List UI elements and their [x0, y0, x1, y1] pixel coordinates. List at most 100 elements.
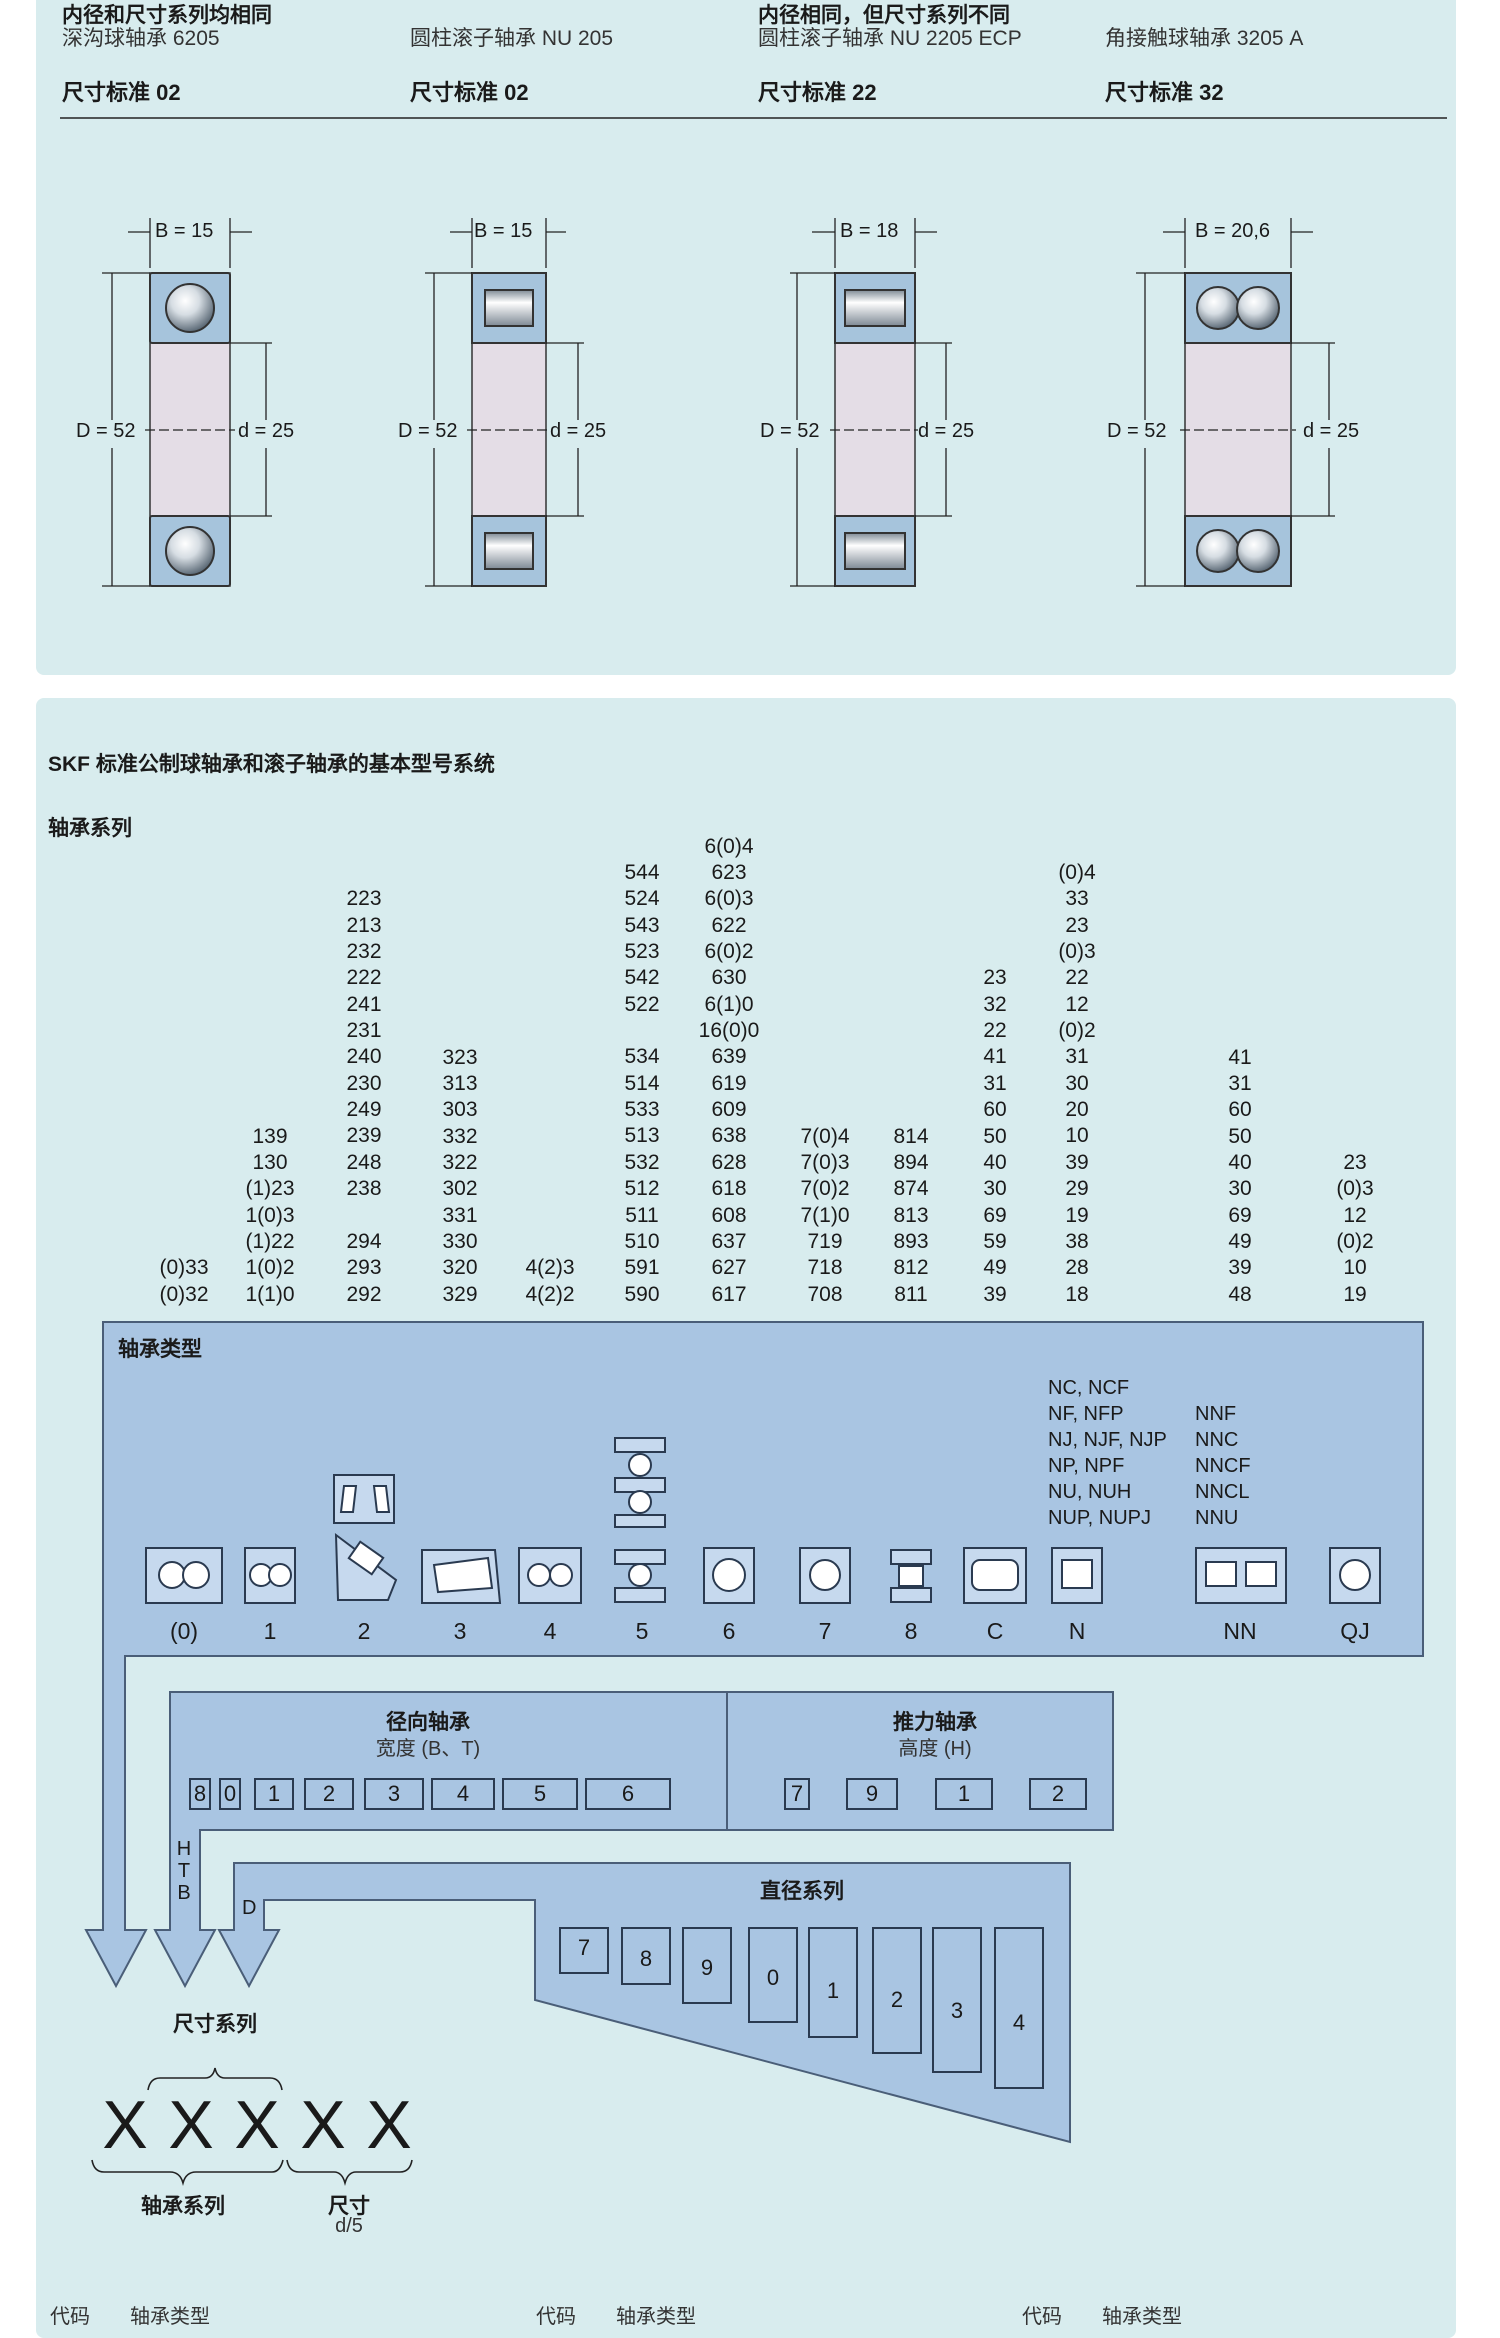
series-code: 22 [1065, 966, 1089, 990]
width-code: 6 [621, 1781, 635, 1806]
n-type-item: NUP, NUPJ [1048, 1507, 1151, 1529]
type-code: N [1068, 1618, 1086, 1644]
type-code: 5 [635, 1618, 649, 1644]
series-code: 4(2)2 [525, 1282, 575, 1306]
type-code: 7 [818, 1618, 832, 1644]
footer-type-label: 轴承类型 [130, 2306, 210, 2328]
bearing-series-label: 轴承系列 [141, 2195, 225, 2218]
diameter-code: 1 [826, 1978, 840, 2003]
nn-type-item: NNCF [1195, 1455, 1251, 1477]
type-qj-icon [1329, 1547, 1381, 1604]
series-code: 213 [346, 913, 382, 937]
series-code: 511 [625, 1203, 659, 1227]
series-code: 49 [1228, 1229, 1252, 1253]
type-5-icon [614, 1437, 666, 1603]
series-code: 617 [711, 1282, 747, 1306]
thrust-title: 推力轴承 [893, 1711, 977, 1734]
width-code: 8 [193, 1781, 207, 1806]
series-code: 39 [983, 1282, 1007, 1306]
outer-diameter-label: D = 52 [1107, 420, 1167, 443]
series-code: 48 [1228, 1282, 1252, 1306]
bore-label: d = 25 [550, 420, 607, 443]
series-code: 23 [1343, 1150, 1367, 1174]
series-code: 22 [983, 1019, 1007, 1043]
series-code: 814 [893, 1124, 929, 1148]
width-code: 1 [267, 1781, 281, 1806]
series-code: 248 [346, 1150, 382, 1174]
footer-code-label: 代码 [1022, 2306, 1062, 2328]
series-code: 31 [1228, 1071, 1252, 1095]
type-7-icon [799, 1547, 851, 1604]
type-4-icon [518, 1547, 582, 1604]
series-code: 30 [983, 1177, 1007, 1201]
series-code: 241 [346, 992, 382, 1016]
series-code: 60 [1228, 1098, 1252, 1122]
footer-code-label: 代码 [50, 2306, 90, 2328]
diameter-code: 0 [766, 1965, 780, 1990]
diameter-code: 7 [577, 1935, 591, 1960]
series-code: (0)33 [159, 1256, 209, 1280]
type-0-icon [145, 1547, 223, 1604]
width-label: B = 20,6 [1195, 220, 1271, 242]
n-type-list: NC, NCF NF, NFP NJ, NJF, NJP NP, NPF NU,… [1048, 1375, 1167, 1531]
series-code: (0)3 [1336, 1177, 1374, 1201]
series-code: 19 [1343, 1282, 1367, 1306]
height-code: 9 [865, 1781, 879, 1806]
series-code: 41 [1228, 1045, 1252, 1069]
series-code: 1(1)0 [245, 1282, 295, 1306]
series-code: 4(2)3 [525, 1256, 575, 1280]
series-code: 619 [711, 1071, 747, 1095]
series-code: 6(0)2 [704, 940, 754, 964]
series-code: 523 [624, 940, 660, 964]
series-code: 223 [346, 887, 382, 911]
nn-type-item: NNC [1195, 1429, 1239, 1451]
size-sub-label: d/5 [335, 2215, 363, 2237]
dimension-series-label: 尺寸系列 [173, 2013, 257, 2036]
n-type-item: NF, NFP [1048, 1403, 1124, 1425]
radial-subtitle: 宽度 (B、T) [375, 1738, 481, 1760]
series-code: 69 [1228, 1203, 1252, 1227]
series-code: 59 [983, 1229, 1007, 1253]
series-code: 329 [442, 1282, 478, 1306]
thrust-code-boxes [784, 1778, 1087, 1810]
htb-letter: B [177, 1882, 191, 1904]
htb-letter: H [176, 1838, 192, 1860]
standard-label: 尺寸标准 22 [758, 80, 877, 105]
series-code: 12 [1343, 1203, 1367, 1227]
type-8-icon [890, 1549, 932, 1603]
series-code: 627 [711, 1256, 747, 1280]
series-code: 628 [711, 1150, 747, 1174]
series-code: 332 [442, 1124, 478, 1148]
series-code: 69 [983, 1203, 1007, 1227]
outer-diameter-label: D = 52 [760, 420, 820, 443]
series-code: 33 [1065, 887, 1089, 911]
type-code: 2 [357, 1618, 371, 1644]
n-type-item: NJ, NJF, NJP [1048, 1429, 1167, 1451]
diameter-code: 8 [639, 1946, 653, 1971]
series-code: 719 [807, 1229, 843, 1253]
nn-type-item: NNU [1195, 1507, 1239, 1529]
nn-type-item: NNCL [1195, 1481, 1250, 1503]
section-title: SKF 标准公制球轴承和滚子轴承的基本型号系统 [48, 753, 495, 776]
diameter-code: 2 [890, 1987, 904, 2012]
series-code: 591 [624, 1256, 660, 1280]
series-code: 39 [1228, 1256, 1252, 1280]
type-n-icon [1051, 1547, 1103, 1604]
n-type-item: NP, NPF [1048, 1455, 1125, 1477]
series-code: 238 [346, 1177, 382, 1201]
series-code: 874 [893, 1177, 929, 1201]
nn-type-list: NNF NNC NNCF NNCL NNU [1195, 1401, 1251, 1531]
type-code: NN [1223, 1618, 1257, 1644]
series-code: 630 [711, 966, 747, 990]
series-code: 6(0)3 [704, 887, 754, 911]
series-code: (0)32 [159, 1282, 209, 1306]
series-column: (0)33(0)32 [129, 1255, 239, 1308]
series-code: 32 [983, 992, 1007, 1016]
series-code: 60 [983, 1098, 1007, 1122]
outer-diameter-label: D = 52 [76, 420, 136, 443]
